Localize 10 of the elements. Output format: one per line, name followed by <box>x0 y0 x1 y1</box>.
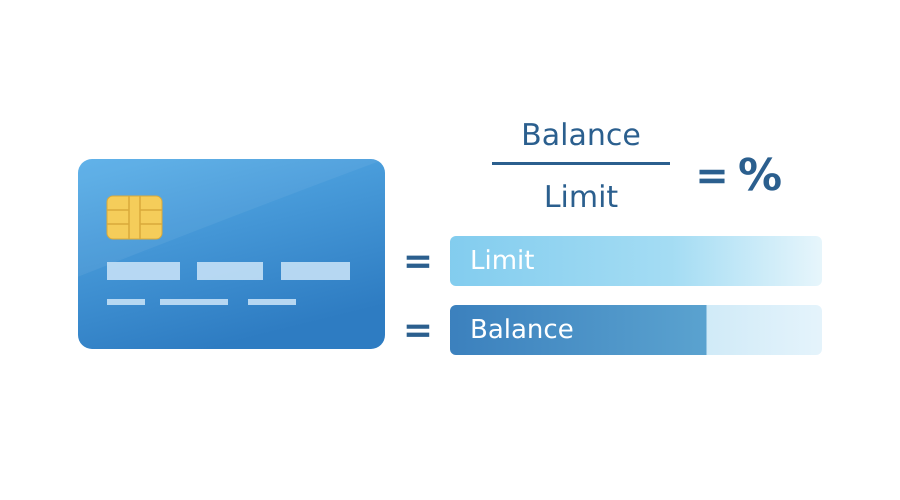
bar-label: Balance <box>470 315 574 345</box>
equals-sign: = <box>695 156 729 196</box>
percent-sign: % <box>738 154 782 198</box>
formula-text: Limit <box>544 183 618 213</box>
bar <box>450 236 822 286</box>
formula-text: Balance <box>521 121 641 151</box>
progress-bar <box>450 305 822 355</box>
bar-label: Limit <box>470 246 534 276</box>
equals-sign: = <box>402 313 434 349</box>
equals-sign: = <box>402 244 434 280</box>
